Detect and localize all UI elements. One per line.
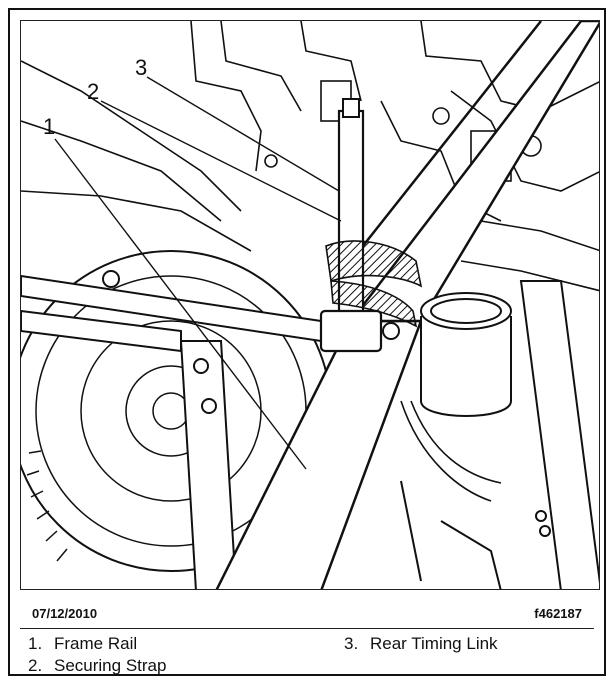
engine-illustration: 1 2 3 [20,20,600,590]
legend-number: 1. [28,634,43,653]
figure-date: 07/12/2010 [32,606,98,621]
legend-item-rear-timing-link: 3. Rear Timing Link [344,634,498,654]
callout-1: 1 [43,114,56,139]
legend-number: 3. [344,634,359,653]
callout-2: 2 [87,79,100,104]
line-drawing [21,21,599,589]
legend-item-frame-rail: 1. Frame Rail [28,634,137,654]
callout-leaders [54,76,342,470]
cross-member [21,270,322,353]
oil-filter-drawing [420,292,512,417]
figure-frame: 1 2 3 07/12/2010 f462187 1. Frame Rail 2.… [8,8,606,676]
engine-block-lines [21,21,599,292]
legend-label: Securing Strap [54,656,167,675]
right-frame-member [400,280,599,589]
figure-id: f462187 [534,606,582,621]
legend-item-securing-strap: 2. Securing Strap [28,656,166,676]
bracket [179,340,237,589]
legend-label: Rear Timing Link [370,634,498,653]
legend-label: Frame Rail [54,634,138,653]
legend-number: 2. [28,656,43,675]
legend-divider [20,628,594,629]
callout-3: 3 [135,55,148,80]
securing-strap-drawing [325,240,423,328]
